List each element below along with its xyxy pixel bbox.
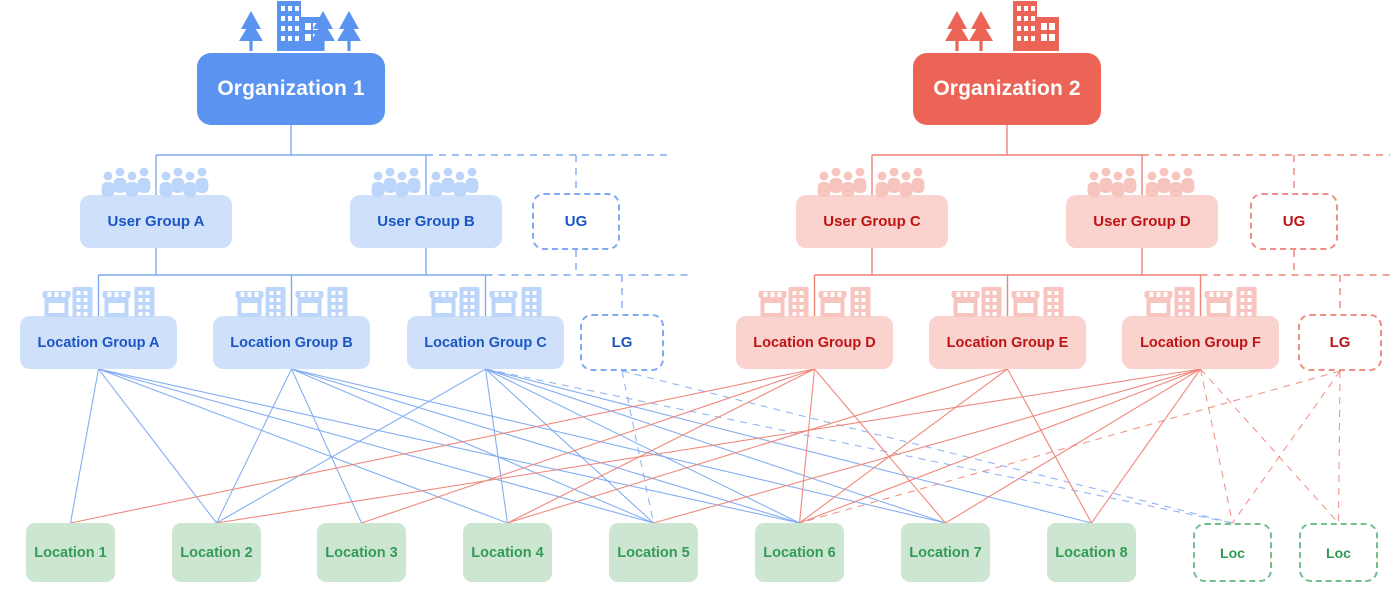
connector-line	[507, 368, 815, 524]
location-label: Location 8	[1055, 544, 1128, 561]
connector-line	[98, 368, 654, 524]
location-group-lgc[interactable]: Location Group C	[407, 316, 564, 369]
connector-line	[485, 368, 946, 524]
location-group-label: Location Group A	[37, 334, 160, 351]
connector-line	[653, 368, 1201, 524]
location-group-label: Location Group E	[946, 334, 1069, 351]
connector-line	[799, 370, 1341, 524]
connector-line	[621, 370, 655, 524]
connector-line	[484, 368, 509, 524]
connector-line	[798, 368, 816, 524]
location-loc6[interactable]: Location 6	[755, 523, 844, 582]
connector-line	[361, 368, 815, 524]
connector-line	[1091, 368, 1201, 524]
location-group-label: Location Group C	[424, 334, 547, 351]
user-group-label: User Group D	[1093, 213, 1191, 230]
connector-line	[1200, 368, 1339, 524]
user-group-placeholder-ug-ph-1[interactable]: UG	[532, 193, 620, 250]
user-group-ugd[interactable]: User Group D	[1066, 195, 1218, 248]
user-group-label: User Group A	[107, 213, 205, 230]
location-label: Location 5	[617, 544, 690, 561]
connector-line	[216, 368, 1201, 524]
connector-line	[485, 368, 654, 524]
user-group-placeholder-ug-ph-2[interactable]: UG	[1250, 193, 1338, 250]
connector-line	[814, 368, 946, 524]
connector-line	[98, 368, 217, 524]
location-placeholder-loc-ph-1[interactable]: Loc	[1193, 523, 1272, 582]
location-loc7[interactable]: Location 7	[901, 523, 990, 582]
location-group-placeholder-label: LG	[611, 334, 633, 351]
connector-line	[1199, 368, 1234, 524]
user-group-label: User Group B	[377, 213, 475, 230]
connector-line	[291, 368, 800, 524]
connector-line	[290, 368, 363, 524]
connector-line	[216, 368, 292, 524]
location-group-label: Location Group D	[753, 334, 876, 351]
location-group-lgd[interactable]: Location Group D	[736, 316, 893, 369]
location-group-lgb[interactable]: Location Group B	[213, 316, 370, 369]
location-group-lga[interactable]: Location Group A	[20, 316, 177, 369]
location-label: Location 7	[909, 544, 982, 561]
connector-line	[291, 368, 946, 524]
connector-line	[799, 368, 1008, 524]
connector-line	[485, 368, 800, 524]
connector-line	[291, 368, 654, 524]
user-group-ugb[interactable]: User Group B	[350, 195, 502, 248]
location-loc1[interactable]: Location 1	[26, 523, 115, 582]
location-loc2[interactable]: Location 2	[172, 523, 261, 582]
location-label: Location 6	[763, 544, 836, 561]
location-group-placeholder-label: LG	[1329, 334, 1351, 351]
location-label: Location 3	[325, 544, 398, 561]
connector-line	[98, 368, 800, 524]
location-group-lge[interactable]: Location Group E	[929, 316, 1086, 369]
organization-label: Organization 1	[217, 77, 365, 100]
location-placeholder-label: Loc	[1220, 544, 1245, 561]
user-group-placeholder-label: UG	[564, 213, 588, 230]
connector-line	[1007, 368, 1092, 524]
connector-line	[1337, 370, 1341, 524]
location-loc5[interactable]: Location 5	[609, 523, 698, 582]
location-label: Location 1	[34, 544, 107, 561]
location-group-lgf[interactable]: Location Group F	[1122, 316, 1279, 369]
user-group-uga[interactable]: User Group A	[80, 195, 232, 248]
organization-org1[interactable]: Organization 1	[197, 53, 385, 125]
connector-line	[621, 370, 1233, 524]
connector-line	[799, 368, 1201, 524]
connector-line	[216, 368, 486, 524]
location-loc8[interactable]: Location 8	[1047, 523, 1136, 582]
user-group-label: User Group C	[823, 213, 921, 230]
location-group-placeholder-lg-ph-1[interactable]: LG	[580, 314, 664, 371]
connector-line	[69, 368, 100, 524]
connector-line	[485, 368, 1233, 524]
location-loc3[interactable]: Location 3	[317, 523, 406, 582]
organization-label: Organization 2	[933, 77, 1081, 100]
user-group-ugc[interactable]: User Group C	[796, 195, 948, 248]
location-label: Location 2	[180, 544, 253, 561]
user-group-placeholder-label: UG	[1282, 213, 1306, 230]
organization-org2[interactable]: Organization 2	[913, 53, 1101, 125]
connector-line	[485, 368, 1092, 524]
location-group-placeholder-lg-ph-2[interactable]: LG	[1298, 314, 1382, 371]
location-label: Location 4	[471, 544, 544, 561]
connector-line	[70, 368, 815, 524]
location-loc4[interactable]: Location 4	[463, 523, 552, 582]
location-group-label: Location Group F	[1140, 334, 1261, 351]
connector-line	[1232, 370, 1341, 524]
connector-line	[507, 368, 1008, 524]
connector-line	[98, 368, 508, 524]
location-placeholder-loc-ph-2[interactable]: Loc	[1299, 523, 1378, 582]
location-placeholder-label: Loc	[1326, 544, 1351, 561]
location-group-label: Location Group B	[230, 334, 353, 351]
